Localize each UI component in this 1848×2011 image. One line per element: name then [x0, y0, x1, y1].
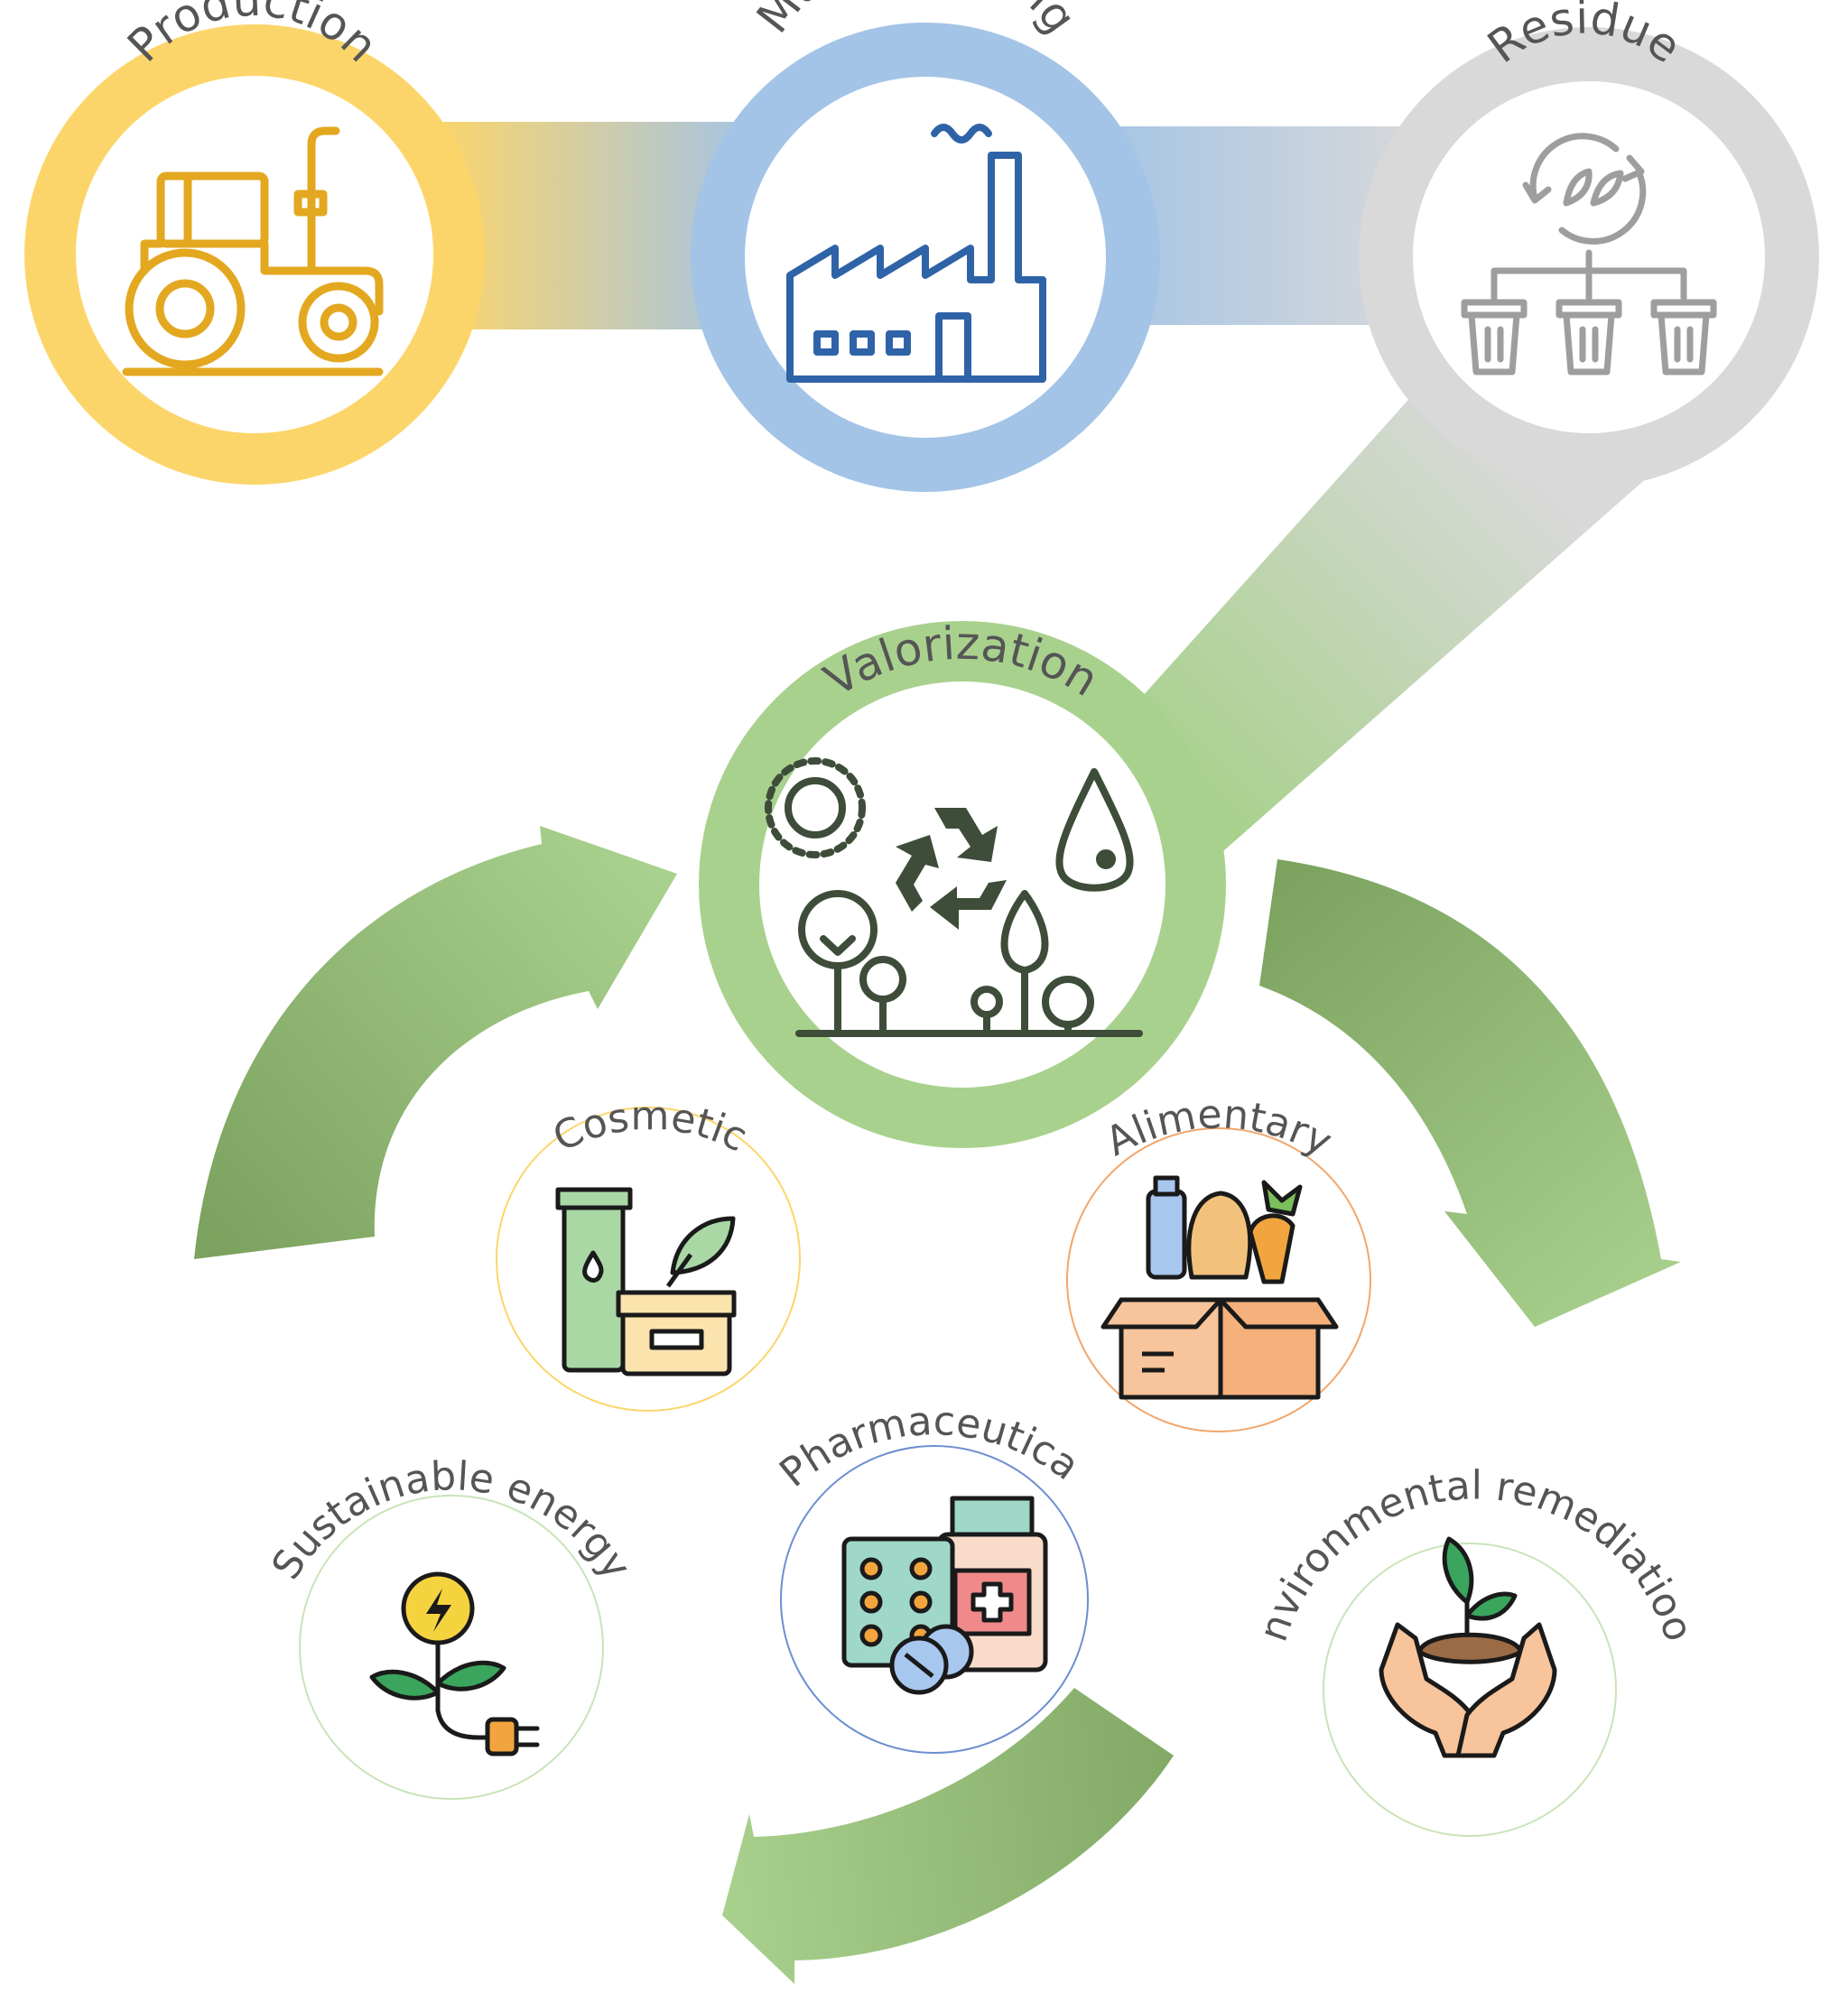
cycle-arrow-bottom: [722, 1688, 1174, 1984]
tractor-icon: [122, 126, 384, 376]
production-stage: Production: [24, 0, 485, 485]
cosmetic-ring: [496, 1107, 801, 1412]
factory-icon: [786, 124, 1046, 383]
alimentary-ring: [1066, 1127, 1371, 1432]
alimentary-label: Alimentary: [1099, 1091, 1340, 1165]
recycle-icon: [896, 808, 1007, 930]
residue-valorization-band: [1079, 375, 1657, 871]
cosmetic-application: Cosmetic: [496, 1093, 801, 1412]
trees-icon: [795, 890, 1143, 1037]
sustainable-energy-ring: [299, 1495, 604, 1800]
cycle-arrows: [194, 826, 1681, 1984]
manufacturing-stage: Manufacturing: [691, 0, 1160, 492]
cosmetic-label: Cosmetic: [546, 1093, 754, 1161]
sustainability-icon: [765, 757, 1143, 1037]
sustainable-energy-label: Sustainable energy: [263, 1453, 639, 1588]
food-box-icon: [1100, 1175, 1339, 1400]
medicine-icon: [841, 1496, 1048, 1695]
hands-seedling-icon: [1379, 1536, 1557, 1758]
energy-plant-icon: [369, 1571, 540, 1756]
valorization-stage: Valorization: [699, 617, 1226, 1148]
environmental-remediation-ring: [1323, 1543, 1617, 1837]
cosmetic-products-icon: [555, 1187, 737, 1376]
sun-icon: [785, 777, 846, 839]
pharmaceutical-ring: [780, 1445, 1089, 1754]
cycle-arrow-right: [1259, 859, 1681, 1327]
water-drop-icon: [1055, 768, 1134, 892]
sustainable-energy-application: Sustainable energy: [263, 1453, 640, 1800]
residue-stage: Residue: [1359, 0, 1819, 487]
waste-sorting-icon: [1461, 133, 1717, 375]
alimentary-application: Alimentary: [1066, 1091, 1371, 1432]
cycle-arrow-left: [194, 826, 677, 1259]
